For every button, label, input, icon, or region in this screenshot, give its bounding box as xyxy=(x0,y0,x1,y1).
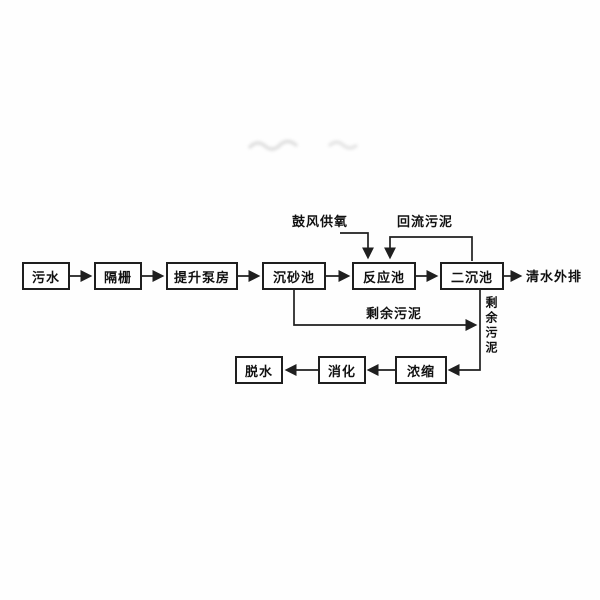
box-raw-sewage: 污水 xyxy=(22,262,70,290)
line-blower-oxygen-into-reaction-tank xyxy=(340,232,374,260)
box-lift-pump-station: 提升泵房 xyxy=(166,262,238,290)
box-reaction-tank: 反应池 xyxy=(352,262,416,290)
line-return-sludge-clarifier-to-reaction-tank xyxy=(384,236,473,261)
line-excess-sludge-from-grit-chamber xyxy=(293,290,478,331)
label-effluent-discharge: 清水外排 xyxy=(526,269,583,284)
box-digester: 消化 xyxy=(318,356,366,384)
box-grit-chamber: 沉砂池 xyxy=(262,262,326,290)
box-bar-screen: 隔栅 xyxy=(94,262,142,290)
box-dewatering: 脱水 xyxy=(235,356,283,384)
label-excess-sludge: 剩余污泥 xyxy=(366,306,423,321)
watermark-smudge xyxy=(247,139,358,151)
label-return-sludge: 回流污泥 xyxy=(397,214,454,229)
box-thickener: 浓缩 xyxy=(395,356,447,384)
line-excess-sludge-clarifier-to-thickener xyxy=(447,290,481,376)
label-excess-sludge-vertical: 剩余污泥 xyxy=(484,296,498,356)
box-secondary-clarifier: 二沉池 xyxy=(440,262,504,290)
label-blower-oxygen-supply: 鼓风供氧 xyxy=(292,214,349,229)
